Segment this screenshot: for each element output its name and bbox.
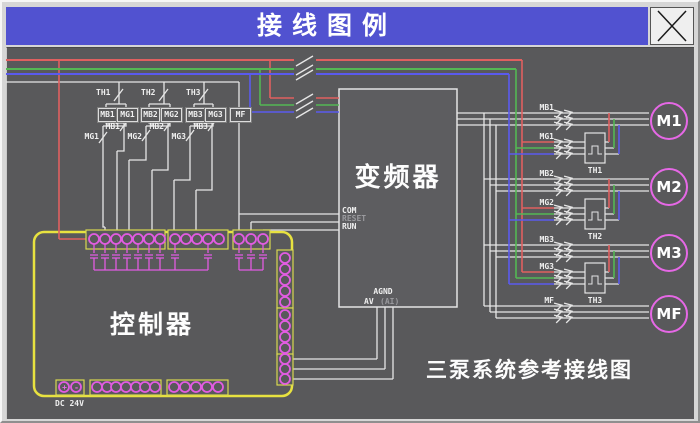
thermal-relay-boxes: [584, 132, 606, 294]
motor-m1: M1: [650, 102, 688, 140]
th2-relay-label: TH2: [587, 232, 603, 241]
motor-m2: M2: [650, 168, 688, 206]
contactor-contact-icons: [553, 107, 574, 324]
terminal-box-mf: MF: [230, 108, 251, 122]
phase-bus-red: [6, 59, 610, 273]
th3-relay-label: TH3: [587, 296, 603, 305]
bank-label-mf: MF: [544, 296, 554, 305]
th1-contact-label: TH1: [96, 88, 111, 97]
bank-label-mb1: MB1: [539, 103, 554, 112]
vfd-com-label: COM: [342, 206, 357, 215]
dc24v-label: DC 24V: [55, 399, 84, 408]
dc-plus-terminal: +: [62, 383, 67, 392]
contact-label-mg3: MG3: [171, 132, 186, 141]
controller-title: 控制器: [109, 310, 194, 339]
contact-label-mb2: MB2: [149, 122, 164, 131]
bank-label-mb2: MB2: [539, 169, 554, 178]
phase-bus-blue: [6, 73, 620, 285]
th1-relay-label: TH1: [587, 166, 603, 175]
bank-label-mg2: MG2: [539, 198, 554, 207]
th3-contact-label: TH3: [186, 88, 201, 97]
terminal-box-mg1: MG1: [117, 108, 138, 122]
vfd-reset-label: RESET: [342, 214, 367, 223]
contact-label-mg2: MG2: [127, 132, 142, 141]
diagram-caption: 三泵系统参考接线图: [426, 358, 633, 382]
controller-relay-ladder: [89, 243, 268, 271]
close-icon: [657, 10, 687, 42]
vfd-ai-label: (AI): [380, 297, 400, 306]
contact-label-mb1: MB1: [105, 122, 120, 131]
title-bar: 接线图例: [6, 7, 648, 45]
bank-label-mb3: MB3: [539, 235, 554, 244]
breaker-switch-icon: [295, 55, 314, 119]
terminal-box-mb1: MB1: [98, 108, 117, 122]
contact-label-mb3: MB3: [193, 122, 208, 131]
motor-mf: MF: [650, 295, 688, 333]
terminal-box-mg2: MG2: [161, 108, 182, 122]
bank-label-mg1: MG1: [539, 132, 554, 141]
vfd-agnd-label: AGND: [373, 287, 393, 296]
th2-contact-label: TH2: [141, 88, 156, 97]
window-title: 接线图例: [256, 11, 397, 40]
vfd-title: 变频器: [354, 163, 442, 193]
bank-label-mg3: MG3: [539, 262, 554, 271]
motor-feed-wires: [457, 112, 649, 319]
terminal-box-mg3: MG3: [205, 108, 226, 122]
close-button[interactable]: [650, 7, 694, 45]
contact-label-mg1: MG1: [84, 132, 99, 141]
motor-m3: M3: [650, 234, 688, 272]
dc-minus-terminal: -: [74, 383, 79, 392]
phase-bus-green: [6, 68, 615, 279]
terminal-box-mb3: MB3: [186, 108, 205, 122]
vfd-av-label: AV: [364, 297, 374, 306]
vfd-box: [338, 88, 458, 308]
vfd-run-label: RUN: [342, 222, 357, 231]
terminal-box-mb2: MB2: [141, 108, 160, 122]
